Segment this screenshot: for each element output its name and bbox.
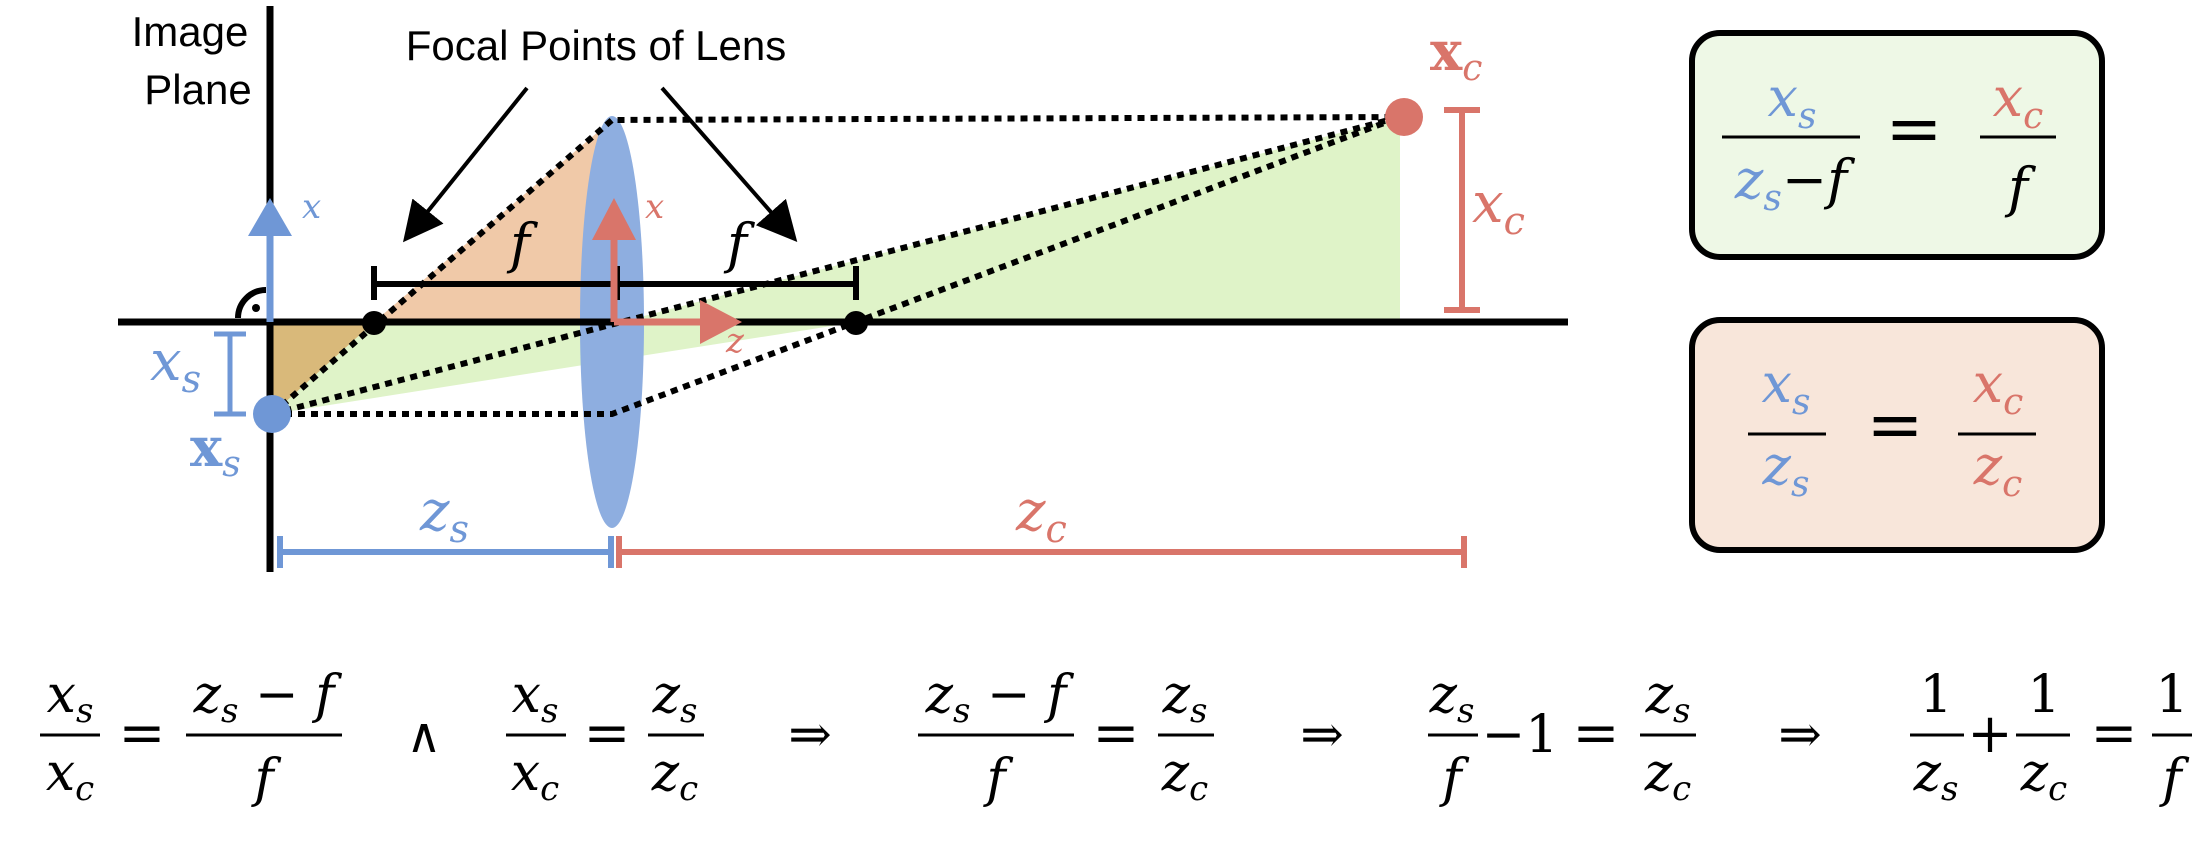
svg-text:zs: zs bbox=[652, 665, 698, 731]
image-plane-label-line2: Plane bbox=[144, 66, 251, 113]
svg-text:xc: xc bbox=[511, 743, 559, 809]
svg-text:1: 1 bbox=[2155, 665, 2188, 725]
green-lhs-denominator: zs−f bbox=[1734, 148, 1855, 219]
focal-arrow-right bbox=[660, 86, 798, 243]
svg-text:⇒: ⇒ bbox=[788, 705, 832, 765]
svg-text:=: = bbox=[584, 701, 631, 766]
dotted-rays bbox=[270, 114, 1402, 417]
orange-equals: = bbox=[1867, 386, 1924, 465]
svg-text:f: f bbox=[2158, 749, 2189, 809]
svg-text:⇒: ⇒ bbox=[1778, 705, 1822, 765]
svg-text:zc: zc bbox=[1161, 743, 1208, 809]
focal-points-title: Focal Points of Lens bbox=[406, 22, 787, 69]
image-plane-label-line1: Image bbox=[132, 8, 249, 55]
xs-dimension bbox=[214, 331, 246, 417]
svg-text:zs: zs bbox=[1162, 665, 1208, 731]
focal-arrow-left bbox=[402, 86, 529, 243]
orange-triangle bbox=[374, 120, 612, 322]
svg-text:zs: zs bbox=[1645, 665, 1691, 731]
blue-x-axis-label: x bbox=[302, 187, 321, 227]
svg-text:zc: zc bbox=[1644, 743, 1691, 809]
focal-length-right-label: f bbox=[723, 212, 755, 275]
svg-text:=: = bbox=[1573, 701, 1620, 766]
derivation-equation: xs xc = zs − f f ∧ xs xc = zs zc ⇒ zs − … bbox=[40, 665, 2192, 809]
xs-dimension-label: xs bbox=[150, 329, 201, 401]
svg-text:=: = bbox=[119, 701, 166, 766]
svg-text:1: 1 bbox=[1919, 665, 1952, 725]
xc-dimension bbox=[1444, 107, 1480, 313]
zs-dimension-label: zs bbox=[419, 479, 469, 551]
green-triangle-small bbox=[272, 322, 857, 414]
svg-text:xs: xs bbox=[47, 665, 94, 731]
svg-text:zc: zc bbox=[651, 743, 698, 809]
image-point-xs-label: xs bbox=[190, 415, 241, 485]
svg-text:f: f bbox=[982, 749, 1013, 809]
zc-dimension-label: zc bbox=[1015, 479, 1067, 551]
svg-text:f: f bbox=[1438, 749, 1469, 809]
svg-text:1: 1 bbox=[2027, 665, 2060, 725]
focal-point-right bbox=[844, 311, 868, 335]
green-rhs-numerator: xc bbox=[1993, 66, 2044, 137]
right-angle-dot bbox=[252, 304, 260, 312]
image-point-xs bbox=[253, 395, 291, 433]
object-point-xc-label: xc bbox=[1430, 19, 1482, 89]
red-x-arrowhead bbox=[592, 198, 636, 240]
object-point-xc bbox=[1385, 98, 1423, 136]
green-lhs-numerator: xs bbox=[1768, 66, 1817, 137]
orange-lhs-denominator: zs bbox=[1762, 434, 1810, 505]
blue-x-arrowhead bbox=[248, 198, 292, 236]
svg-text:zs: zs bbox=[1429, 665, 1475, 731]
svg-text:zs − f: zs − f bbox=[925, 665, 1074, 731]
svg-text:+: + bbox=[1967, 702, 2012, 765]
svg-text:zs: zs bbox=[1913, 743, 1959, 809]
xc-dimension-label: xc bbox=[1472, 171, 1525, 243]
svg-text:zc: zc bbox=[2020, 743, 2067, 809]
green-equation-box: xs zs−f = xc f bbox=[1689, 30, 2105, 260]
svg-text:=: = bbox=[1093, 701, 1140, 766]
orange-equation-box: xs zs = xc zc bbox=[1689, 317, 2105, 553]
svg-text:=: = bbox=[2091, 701, 2138, 766]
svg-text:f: f bbox=[250, 749, 281, 809]
right-angle-marker bbox=[235, 287, 267, 319]
orange-lhs-numerator: xs bbox=[1762, 352, 1811, 423]
svg-text:xs: xs bbox=[512, 665, 559, 731]
green-equals: = bbox=[1886, 90, 1943, 169]
svg-text:∧: ∧ bbox=[406, 708, 441, 764]
svg-text:⇒: ⇒ bbox=[1300, 705, 1344, 765]
svg-text:xc: xc bbox=[46, 743, 94, 809]
svg-text:−1: −1 bbox=[1482, 705, 1559, 765]
orange-rhs-numerator: xc bbox=[1973, 352, 2024, 423]
orange-rhs-denominator: zc bbox=[1973, 434, 2023, 505]
zs-dimension bbox=[277, 536, 614, 568]
red-x-axis-label: x bbox=[645, 187, 664, 227]
red-z-arrowhead bbox=[700, 300, 742, 344]
svg-text:zs − f: zs − f bbox=[193, 665, 342, 731]
zc-dimension bbox=[616, 536, 1467, 568]
focal-point-left bbox=[362, 311, 386, 335]
red-z-axis-label: z bbox=[725, 321, 745, 361]
